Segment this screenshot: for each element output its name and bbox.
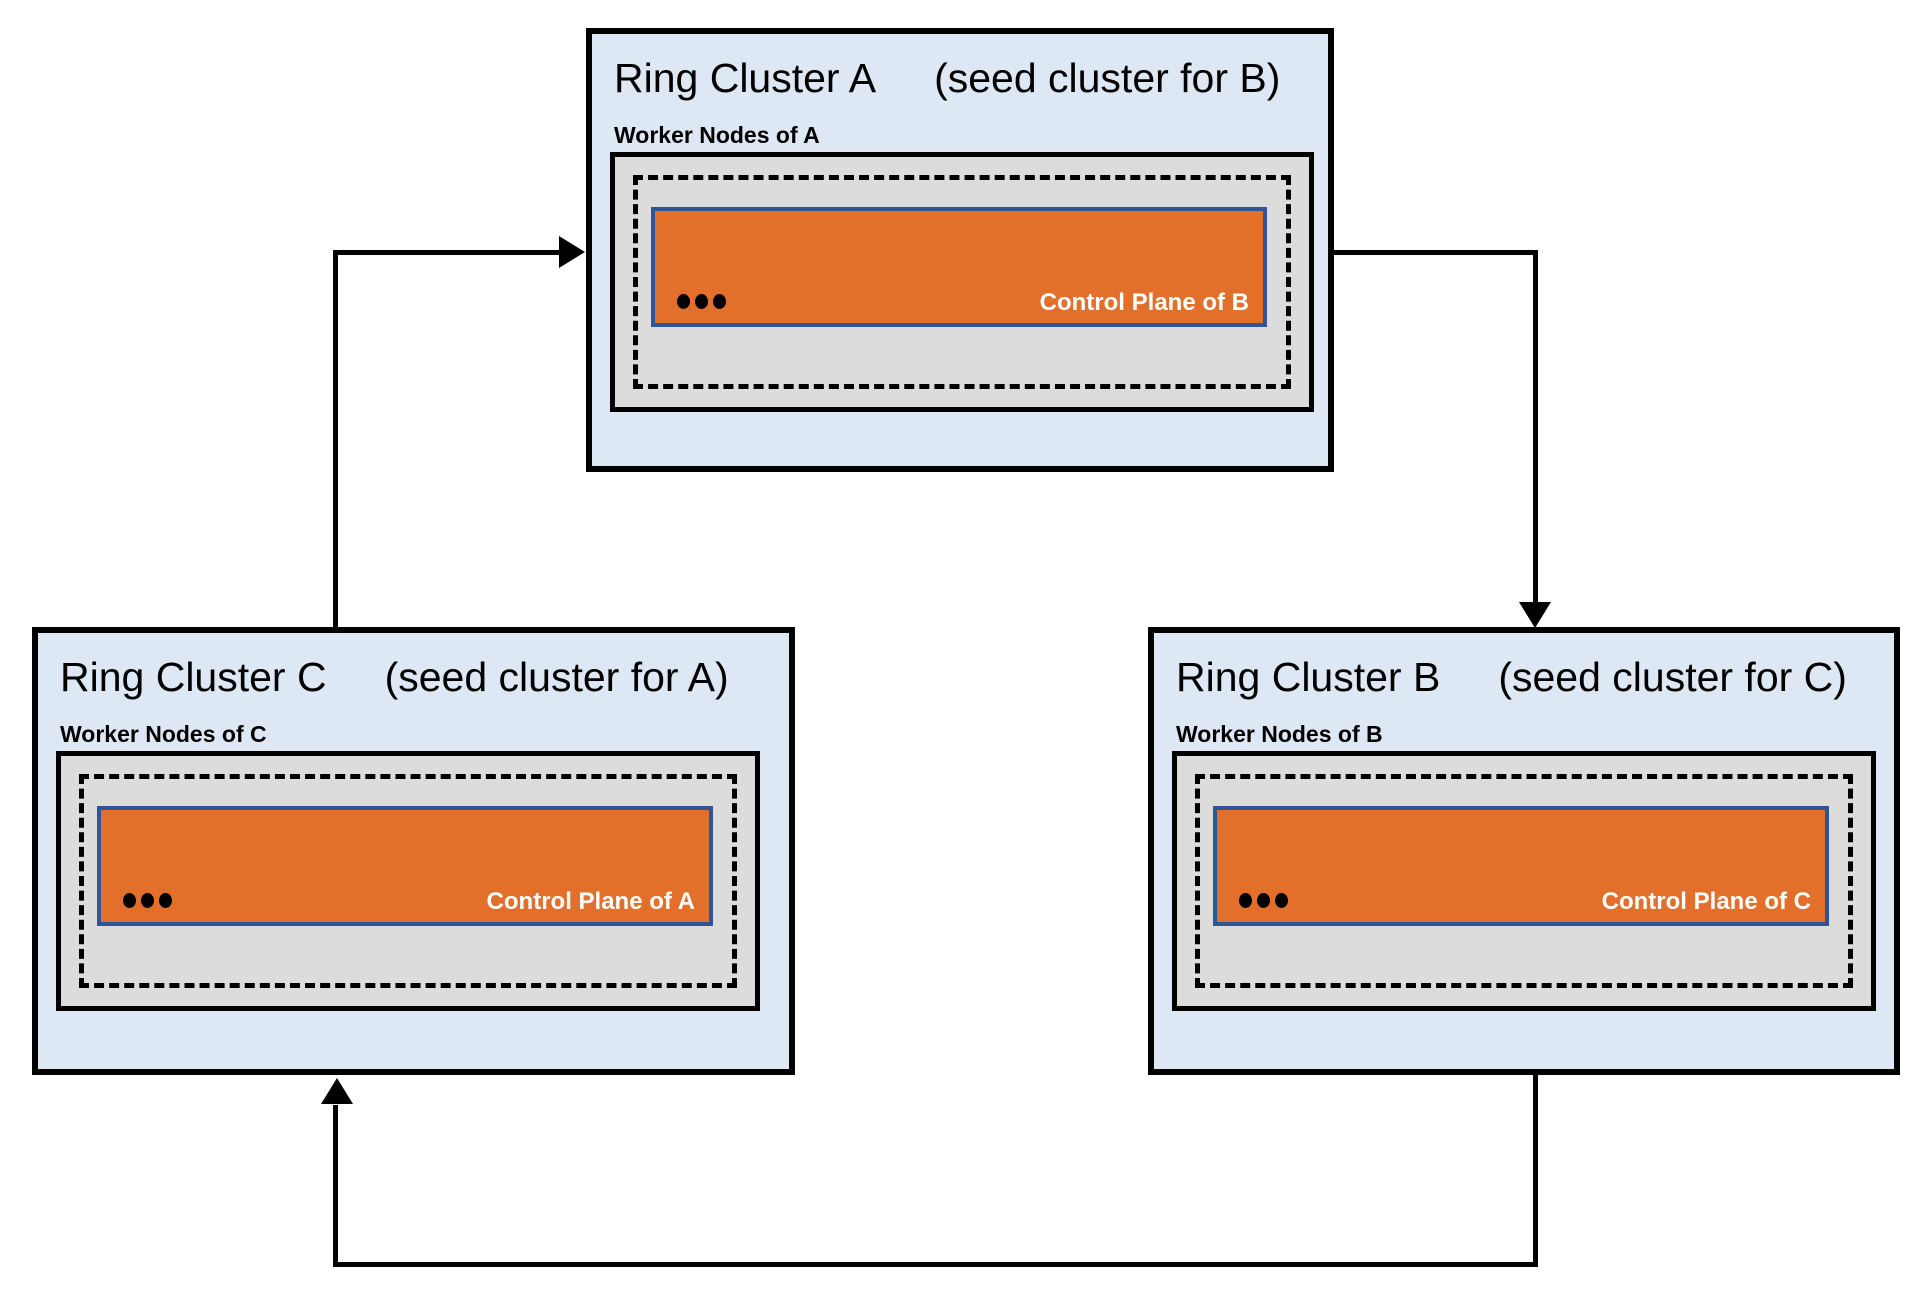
cluster-c-seed-note: (seed cluster for A) — [384, 654, 729, 700]
cluster-a-seed-note: (seed cluster for B) — [934, 55, 1281, 101]
connector-b-to-c-vertical-left — [333, 1105, 338, 1265]
cluster-b-worker-nodes[interactable]: Control Plane of C — [1172, 751, 1876, 1011]
connector-b-to-c-horizontal — [333, 1262, 1538, 1267]
cluster-b-seed-note: (seed cluster for C) — [1498, 654, 1847, 700]
cluster-c-control-plane-label: Control Plane of A — [486, 888, 695, 915]
cluster-c-worker-nodes[interactable]: Control Plane of A — [56, 751, 760, 1011]
cluster-a-control-plane-label: Control Plane of B — [1039, 289, 1249, 316]
connector-c-to-a-vertical — [333, 252, 338, 627]
cluster-c-ellipsis-dots — [123, 893, 172, 908]
cluster-c-node-boundary — [79, 774, 737, 988]
connector-a-to-b-horizontal — [1334, 250, 1538, 255]
cluster-a-worker-nodes[interactable]: Control Plane of B — [610, 152, 1314, 412]
arrowhead-into-cluster-c — [321, 1078, 353, 1104]
connector-c-to-a-horizontal — [333, 250, 561, 255]
cluster-a-name: Ring Cluster A — [614, 55, 877, 101]
connector-b-to-c-vertical-right — [1533, 1075, 1538, 1267]
cluster-c-title: Ring Cluster C (seed cluster for A) — [60, 657, 729, 698]
connector-a-to-b-vertical — [1533, 250, 1538, 605]
cluster-b-node-boundary — [1195, 774, 1853, 988]
arrowhead-into-cluster-a — [559, 236, 585, 268]
arrowhead-into-cluster-b — [1519, 602, 1551, 628]
cluster-b[interactable]: Ring Cluster B (seed cluster for C) Worke… — [1148, 627, 1900, 1075]
cluster-b-ellipsis-dots — [1239, 893, 1288, 908]
cluster-b-worker-label: Worker Nodes of B — [1176, 721, 1383, 747]
cluster-c-name: Ring Cluster C — [60, 654, 327, 700]
cluster-c[interactable]: Ring Cluster C (seed cluster for A) Worke… — [32, 627, 795, 1075]
cluster-c-control-plane[interactable]: Control Plane of A — [97, 806, 713, 926]
cluster-a-ellipsis-dots — [677, 294, 726, 309]
cluster-a-title: Ring Cluster A (seed cluster for B) — [614, 58, 1280, 99]
cluster-b-name: Ring Cluster B — [1176, 654, 1441, 700]
cluster-a[interactable]: Ring Cluster A (seed cluster for B) Worke… — [586, 28, 1334, 472]
cluster-a-worker-label: Worker Nodes of A — [614, 122, 820, 148]
cluster-c-worker-label: Worker Nodes of C — [60, 721, 267, 747]
cluster-a-control-plane[interactable]: Control Plane of B — [651, 207, 1267, 327]
cluster-b-control-plane-label: Control Plane of C — [1601, 888, 1811, 915]
cluster-b-control-plane[interactable]: Control Plane of C — [1213, 806, 1829, 926]
cluster-b-title: Ring Cluster B (seed cluster for C) — [1176, 657, 1847, 698]
cluster-a-node-boundary — [633, 175, 1291, 389]
